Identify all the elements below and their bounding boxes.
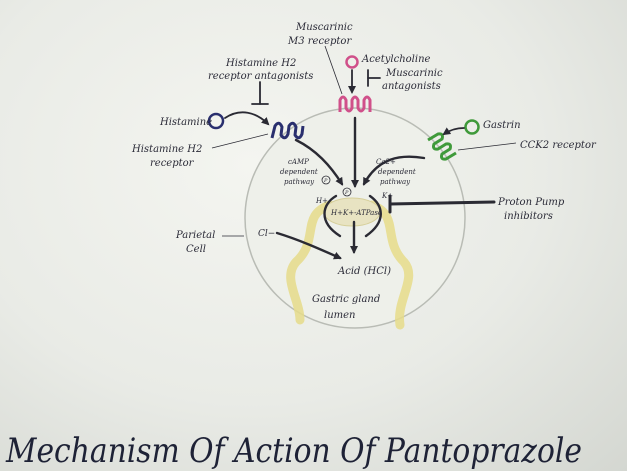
ca-label-2: dependent: [378, 168, 416, 176]
phosphate-marker-1: [321, 175, 331, 185]
histamine-label: Histamine: [159, 117, 212, 128]
acetylcholine-label: Acetylcholine: [361, 54, 431, 65]
phosphate-marker-2-label: P: [344, 190, 349, 196]
ca-arrow: [362, 155, 426, 186]
lumen-label-2: lumen: [324, 310, 355, 321]
cck2-pointer: [457, 142, 517, 151]
m3-receptor-icon: [338, 95, 372, 113]
acetylcholine-ligand-icon: [345, 55, 359, 69]
atpase-right-arrow: [364, 194, 382, 238]
camp-label-1: cAMP: [288, 158, 309, 166]
phosphate-marker-1-label: P: [323, 178, 328, 184]
h2-antagonists-label-1: Histamine H2: [225, 58, 296, 69]
m3-receptor-pointer: [324, 45, 343, 95]
h2-receptor-label-2: receptor: [150, 158, 195, 169]
camp-label-2: dependent: [280, 168, 318, 176]
atpase-label: H+K+-ATPase: [330, 209, 382, 217]
camp-label-3: pathway: [284, 178, 315, 186]
cck2-receptor-label: CCK2 receptor: [520, 140, 597, 151]
muscarinic-antagonist-inhibition: [367, 69, 381, 87]
muscarinic-antagonists-label-2: antagonists: [382, 81, 441, 92]
histamine-arrow: [224, 111, 270, 126]
h2-antagonist-inhibition: [251, 81, 269, 105]
gastrin-label: Gastrin: [483, 120, 521, 131]
h2-receptor-icon: [270, 121, 305, 140]
parietal-label-2: Cell: [186, 244, 206, 255]
gastrin-ligand-icon: [464, 119, 480, 135]
h2-receptor-label-1: Histamine H2: [131, 144, 202, 155]
lumen-label-1: Gastric gland: [312, 294, 380, 305]
cl-ion-label: Cl−: [258, 229, 275, 239]
ppi-label-2: inhibitors: [504, 211, 553, 222]
ppi-inhibition: [388, 194, 496, 214]
phosphate-marker-2: [342, 187, 352, 197]
page-title: Mechanism Of Action Of Pantoprazole: [5, 431, 582, 471]
muscarinic-antagonists-label-1: Muscarinic: [385, 68, 443, 79]
atpase-left-arrow: [323, 194, 342, 238]
cl-arrow: [275, 231, 342, 260]
gastric-gland: [286, 200, 414, 330]
acid-label: Acid (HCl): [337, 266, 391, 277]
gastrin-arrow: [442, 127, 465, 136]
h2-receptor-pointer: [211, 133, 269, 149]
h2-antagonists-label-2: receptor antagonists: [208, 71, 313, 82]
h-ion-label: H+: [315, 197, 328, 205]
ca-label-3: pathway: [380, 178, 411, 186]
cck2-receptor-icon: [427, 132, 457, 161]
camp-arrow: [294, 138, 344, 186]
m3-receptor-label: M3 receptor: [287, 36, 352, 47]
ppi-label-1: Proton Pump: [497, 197, 565, 208]
parietal-label-1: Parietal: [175, 230, 215, 241]
histamine-ligand-icon: [207, 112, 225, 130]
muscarinic-label: Muscarinic: [295, 22, 353, 33]
ca-label-1: Ca2+: [376, 158, 396, 166]
k-ion-label: K+: [381, 192, 393, 200]
